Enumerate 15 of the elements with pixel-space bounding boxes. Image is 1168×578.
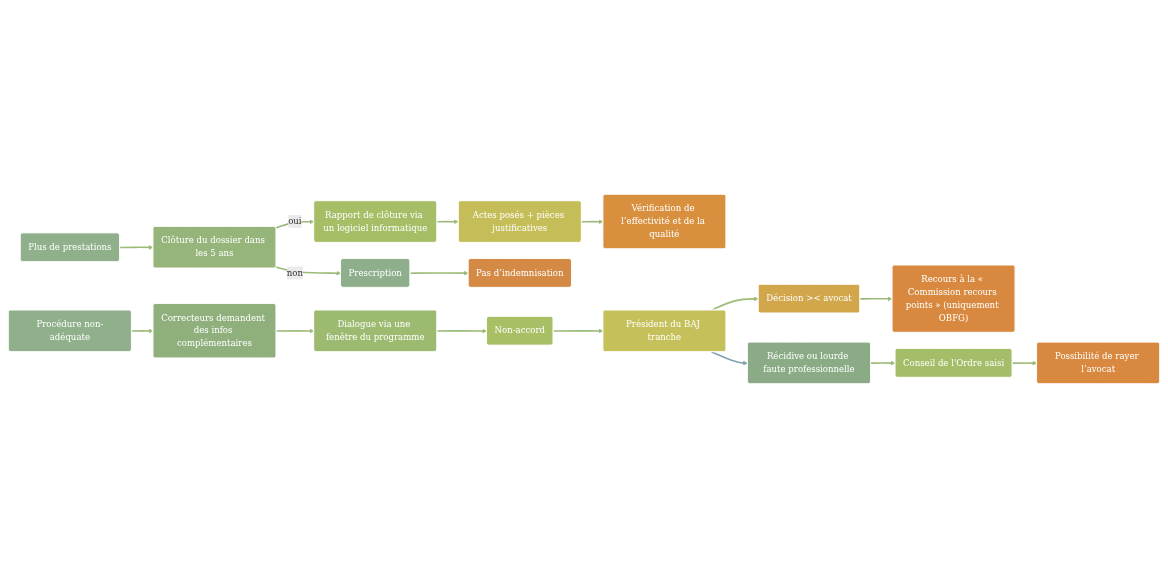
arrow	[409, 270, 469, 276]
edge-label: non	[286, 267, 303, 278]
arrow	[552, 328, 604, 334]
arrow	[436, 219, 459, 225]
arrow	[710, 351, 748, 366]
arrow	[275, 266, 341, 276]
arrow	[580, 219, 604, 225]
arrow	[119, 245, 154, 250]
arrow	[1011, 360, 1038, 366]
edge-label: oui	[288, 216, 302, 227]
arrow	[130, 328, 154, 334]
arrow	[870, 360, 896, 366]
arrow	[436, 328, 487, 334]
arrow	[275, 328, 315, 334]
arrow	[859, 296, 893, 302]
